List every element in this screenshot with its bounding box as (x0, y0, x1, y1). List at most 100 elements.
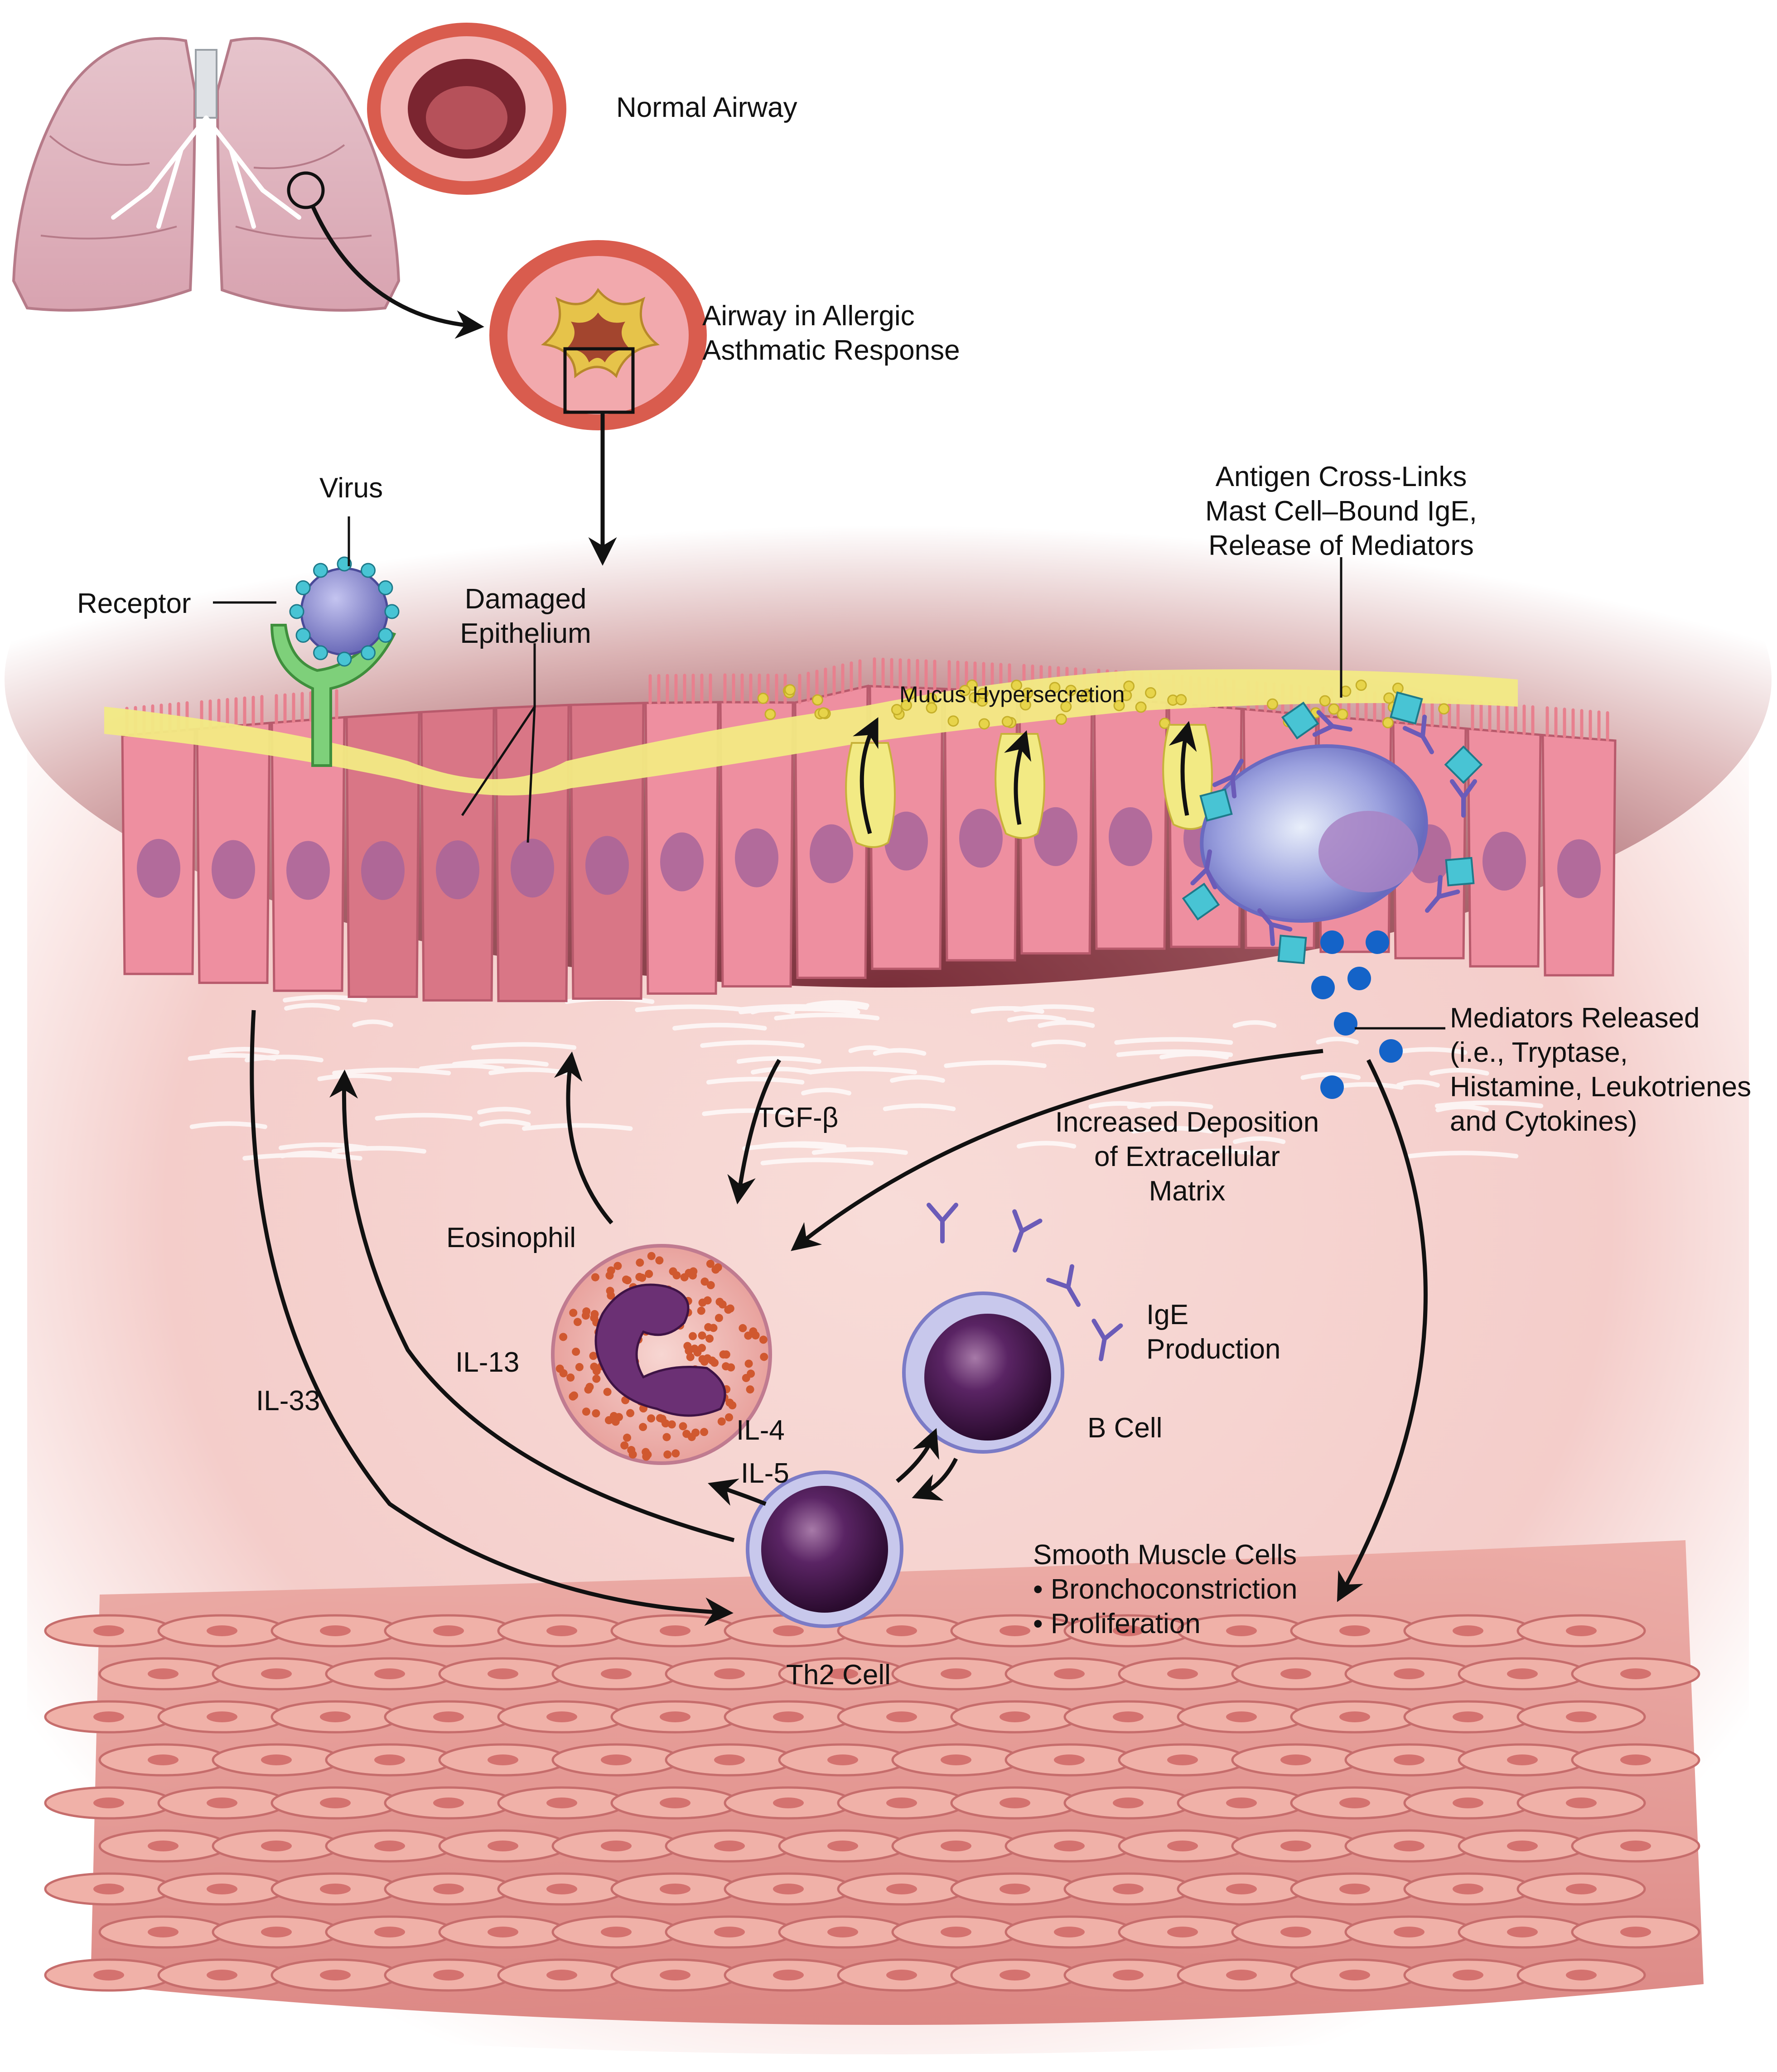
eosinophil-granule (679, 1422, 687, 1431)
eosinophil-granule (592, 1409, 600, 1417)
eosinophil-granule (609, 1412, 618, 1420)
mucus-granule (784, 684, 796, 696)
mucus-granule (818, 707, 830, 719)
fiber (808, 1066, 917, 1075)
muscle-nucleus (886, 1625, 917, 1636)
mucus-granule (1049, 682, 1061, 694)
virus-spike (295, 628, 311, 643)
antibody-arm (1212, 759, 1244, 799)
fiber (331, 1146, 426, 1154)
muscle-nucleus (148, 1841, 179, 1851)
label-smooth-muscle-line: Smooth Muscle Cells (1033, 1539, 1297, 1571)
eosinophil-granule (569, 1392, 577, 1401)
label-il5: IL-5 (741, 1458, 789, 1489)
fiber (672, 1022, 767, 1031)
muscle-nucleus (1453, 1797, 1483, 1808)
mucus-granule (904, 688, 916, 700)
muscle-nucleus (827, 1841, 858, 1851)
eosinophil-granule (669, 1267, 677, 1276)
antibody-arm (1257, 908, 1293, 946)
mucus-granule (1267, 698, 1279, 710)
muscle-nucleus (374, 1841, 405, 1851)
muscle-nucleus (261, 1668, 292, 1679)
cell-nucleus (511, 838, 554, 898)
eosinophil-granule (724, 1413, 733, 1421)
label-bcell: B Cell (1087, 1412, 1163, 1444)
eosinophil-granule (639, 1423, 647, 1431)
eosinophil-granule (566, 1373, 575, 1382)
eosinophil-granule (589, 1352, 598, 1360)
muscle-nucleus (546, 1625, 577, 1636)
muscle-nucleus (1226, 1797, 1257, 1808)
label-mediators-line: and Cytokines) (1450, 1106, 1637, 1137)
antibody-arm (1450, 779, 1477, 818)
muscle-nucleus (488, 1754, 518, 1765)
mucus-granule (1113, 699, 1125, 711)
label-antigen-line: Release of Mediators (1208, 530, 1474, 561)
antibody-arm (1425, 875, 1460, 913)
arrow-il33 (250, 1010, 734, 1626)
cell-nucleus (884, 811, 928, 871)
antibody-arm (1312, 710, 1352, 737)
mucus-granule (1011, 679, 1023, 691)
cell-nucleus (660, 832, 704, 891)
fiber (352, 1019, 393, 1027)
muscle-nucleus (1226, 1625, 1257, 1636)
label-antigen-line: Antigen Cross-Links (1215, 461, 1467, 492)
label-virus: Virus (319, 472, 383, 504)
mucus-granule (1319, 695, 1331, 707)
muscle-nucleus (773, 1884, 804, 1894)
muscle-nucleus (1566, 1797, 1597, 1808)
mucus-granule (757, 693, 769, 704)
eosinophil-granule (726, 1304, 734, 1313)
arrow-mediators-muscle (1337, 1059, 1428, 1602)
antigen-square (1281, 701, 1319, 740)
free-ige-shape (1012, 1209, 1043, 1253)
eosinophil-granule (590, 1314, 599, 1322)
eosinophil-granule (636, 1258, 644, 1267)
label-allergic-airway-line: Asthmatic Response (702, 335, 960, 366)
eosinophil-granule (680, 1273, 689, 1282)
mucus-granule (978, 718, 990, 730)
muscle-nucleus (1167, 1841, 1198, 1851)
eosinophil-cell (551, 1244, 772, 1465)
muscle-nucleus (1507, 1754, 1538, 1765)
muscle-nucleus (1280, 1754, 1311, 1765)
muscle-nucleus (261, 1754, 292, 1765)
allergic-airway-drawing (489, 240, 707, 430)
fiber (1316, 1036, 1359, 1045)
label-antigen-line: Mast Cell–Bound IgE, (1205, 496, 1477, 527)
virus-spike (384, 604, 400, 619)
fiber (1178, 1148, 1263, 1156)
free-ige-shape (1091, 1319, 1123, 1361)
mediator-dot (1311, 976, 1335, 999)
label-smooth-muscle: Smooth Muscle Cells • Bronchoconstrictio… (1033, 1538, 1297, 1641)
fiber (751, 1066, 813, 1075)
fiber (1435, 1104, 1489, 1113)
free-ige-shape (1046, 1264, 1081, 1307)
muscle-nucleus (886, 1884, 917, 1894)
eosinophil-granule (603, 1388, 612, 1396)
eosinophil-granule (690, 1344, 699, 1353)
mucus-granule (1383, 692, 1395, 704)
eosinophil-granule (686, 1353, 695, 1361)
cell-nucleus (959, 809, 1003, 868)
eosinophil-granule (698, 1298, 707, 1307)
eosinophil-granule (705, 1335, 714, 1343)
mucus-granule (1019, 699, 1031, 711)
muscle-nucleus (546, 1884, 577, 1894)
fiber (1131, 1126, 1213, 1134)
muscle-nucleus (1339, 1625, 1370, 1636)
ige-antibody (1444, 745, 1483, 818)
muscle-nucleus (320, 1625, 351, 1636)
muscle-nucleus (1566, 1711, 1597, 1722)
fiber (811, 1147, 908, 1155)
mediator-dot (1320, 1075, 1344, 1099)
label-ecm-line: of Extracellular (1094, 1141, 1280, 1172)
eosinophil-granule (638, 1273, 647, 1282)
eosinophil-granule (605, 1271, 614, 1280)
muscle-nucleus (886, 1797, 917, 1808)
muscle-nucleus (1280, 1927, 1311, 1937)
eosinophil-granule (661, 1419, 670, 1428)
